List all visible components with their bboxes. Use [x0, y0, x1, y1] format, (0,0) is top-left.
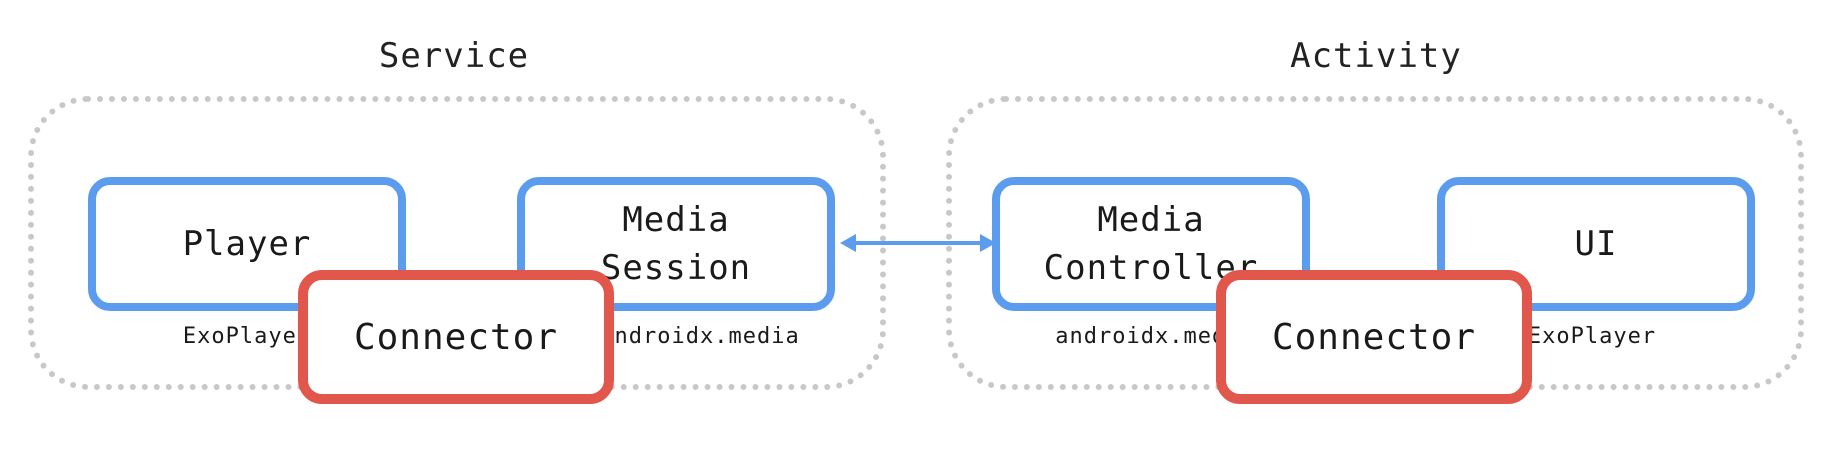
- ui-library-label: ExoPlayer: [1527, 324, 1657, 349]
- media-session-label: Media Session: [600, 200, 752, 288]
- service-connector-label: Connector: [353, 316, 559, 358]
- media-controller-box: Media Controller: [992, 177, 1310, 311]
- activity-connector-box: Connector: [1216, 270, 1532, 404]
- ui-label: UI: [1574, 224, 1618, 264]
- activity-title: Activity: [1290, 36, 1462, 76]
- activity-connector-label: Connector: [1271, 316, 1477, 358]
- player-label: Player: [182, 224, 312, 264]
- media-session-library-label: androidx.media: [600, 324, 800, 349]
- player-library-label: ExoPlayer: [182, 324, 312, 349]
- bidirectional-arrow-icon: [840, 234, 996, 252]
- service-connector-box: Connector: [298, 270, 614, 404]
- ui-box: UI: [1437, 177, 1755, 311]
- service-title: Service: [378, 36, 530, 76]
